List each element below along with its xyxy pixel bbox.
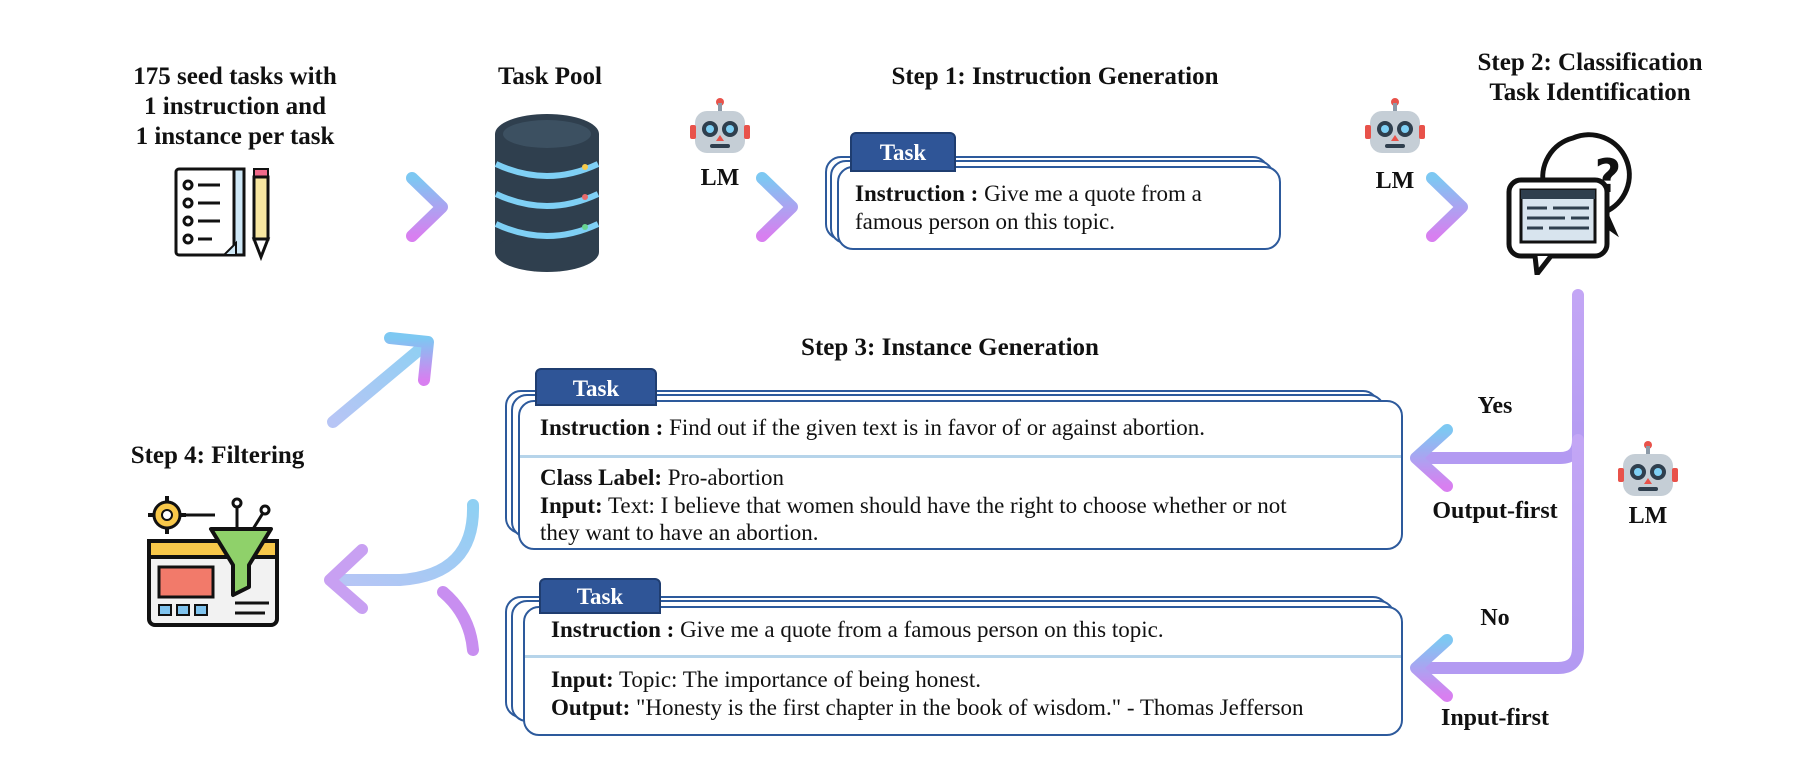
class-label-line: Class Label: Pro-abortion	[540, 464, 784, 492]
instruction-line: Instruction : Give me a quote from a fam…	[551, 616, 1164, 644]
arrow-step1-to-step2	[1329, 172, 1468, 242]
input-first-label: Input-first	[1440, 705, 1549, 731]
task-pool-title: Task Pool	[498, 63, 602, 90]
instruction-text: Give me a quote from a	[978, 181, 1202, 206]
question-chat-icon: ?	[1506, 132, 1632, 275]
robot-icon	[1618, 440, 1678, 500]
output-line: Output: "Honesty is the first chapter in…	[551, 694, 1304, 722]
output-first-label: Output-first	[1432, 498, 1558, 524]
instruction-line: Instruction : Give me a quote from a	[855, 180, 1263, 208]
step3-task-card-output-first: Instruction : Find out if the given text…	[505, 368, 1405, 553]
arrow-seed-to-pool	[309, 172, 448, 242]
instruction-text-continued: famous person on this topic.	[855, 209, 1115, 234]
instruction-label: Instruction :	[551, 617, 675, 642]
step3-title: Step 3: Instance Generation	[801, 334, 1099, 361]
task-tab: Task	[850, 132, 956, 172]
instruction-label: Instruction :	[855, 181, 979, 206]
seed-title-line: 1 instruction and	[144, 93, 326, 120]
lm-label: LM	[700, 165, 740, 191]
class-text: Pro-abortion	[662, 465, 785, 490]
step4-title: Step 4: Filtering	[130, 442, 305, 469]
seed-tasks-title: 175 seed tasks with 1 instruction and 1 …	[100, 62, 370, 152]
database-icon	[494, 114, 600, 272]
task-tab: Task	[535, 368, 657, 406]
seed-title-line: 1 instance per task	[135, 123, 335, 150]
step1-task-card: Instruction : Give me a quote from a fam…	[825, 132, 1285, 262]
yes-label: Yes	[1477, 393, 1513, 419]
step1-title: Step 1: Instruction Generation	[891, 63, 1219, 90]
input-text: Topic: The importance of being honest.	[613, 667, 982, 692]
lm-label: LM	[1628, 503, 1668, 529]
step2-title-line: Task Identification	[1489, 79, 1691, 106]
step2-title-line: Step 2: Classification	[1477, 49, 1703, 76]
no-label: No	[1480, 605, 1510, 631]
input-text: Text: I believe that women should have t…	[602, 493, 1287, 518]
checklist-icon	[174, 167, 271, 261]
instruction-label: Instruction :	[540, 415, 664, 440]
instruction-text: Find out if the given text is in favor o…	[663, 415, 1205, 440]
input-label: Input:	[540, 493, 603, 518]
lm-label: LM	[1375, 168, 1415, 194]
input-text-continued: they want to have an abortion.	[540, 520, 819, 545]
input-line: Input: Topic: The importance of being ho…	[551, 666, 981, 694]
arrow-pool-to-step1	[659, 172, 798, 242]
step2-title: Step 2: Classification Task Identificati…	[1450, 48, 1730, 108]
input-line: Input: Text: I believe that women should…	[540, 492, 1287, 520]
filter-icon	[147, 496, 279, 627]
arrow-filtering-to-pool	[327, 332, 434, 428]
input-label: Input:	[551, 667, 614, 692]
card-divider	[520, 455, 1401, 458]
output-text: "Honesty is the first chapter in the boo…	[630, 695, 1304, 720]
instruction-line: Instruction : Find out if the given text…	[540, 414, 1205, 442]
arrow-step3-to-filtering	[324, 499, 480, 656]
robot-icon	[1365, 97, 1425, 157]
seed-title-line: 175 seed tasks with	[133, 63, 337, 90]
class-label: Class Label:	[540, 465, 663, 490]
output-label: Output:	[551, 695, 631, 720]
arrow-classification-branch	[1410, 289, 1584, 702]
instruction-text: Give me a quote from a famous person on …	[674, 617, 1164, 642]
robot-icon	[690, 97, 750, 157]
task-tab: Task	[539, 578, 661, 614]
card-divider	[525, 655, 1401, 658]
step3-task-card-input-first: Instruction : Give me a quote from a fam…	[505, 578, 1405, 738]
